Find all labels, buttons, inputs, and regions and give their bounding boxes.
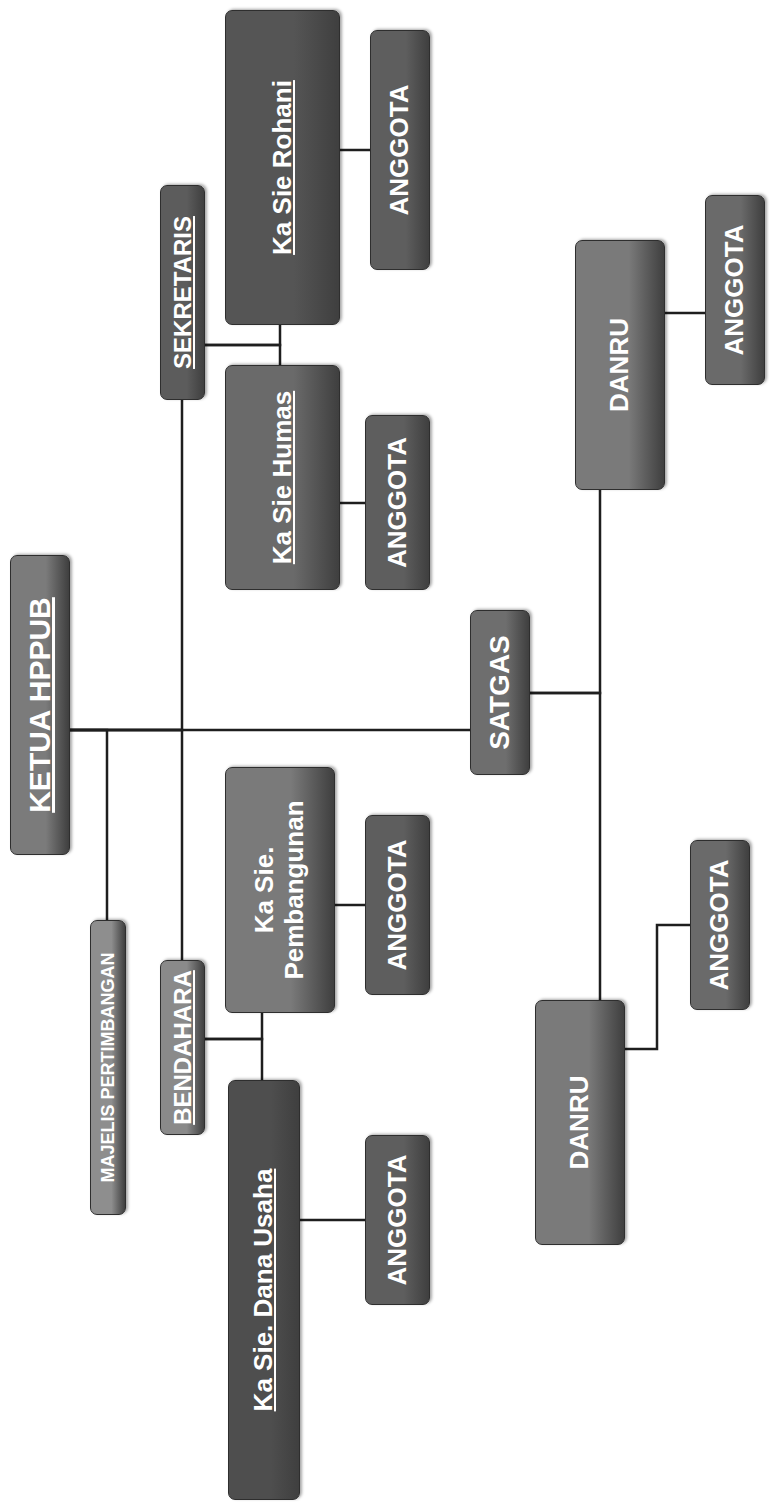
box-label: ANGGOTA bbox=[720, 225, 750, 356]
box-label: ANGGOTA bbox=[385, 85, 415, 216]
box-label: ANGGOTA bbox=[705, 860, 735, 991]
org-connector bbox=[335, 904, 365, 907]
org-box: Ka Sie Humas bbox=[225, 365, 340, 590]
box-label: Ka Sie Humas bbox=[268, 391, 298, 564]
box-label: MAJELIS PERTIMBANGAN bbox=[98, 953, 119, 1183]
org-connector bbox=[300, 1219, 365, 1222]
org-box: ANGGOTA bbox=[365, 415, 430, 590]
box-label: ANGGOTA bbox=[383, 437, 413, 568]
org-box: ANGGOTA bbox=[705, 195, 765, 385]
org-box: DANRU bbox=[575, 240, 665, 490]
org-connector bbox=[70, 730, 107, 920]
org-box: Ka Sie Rohani bbox=[225, 10, 340, 325]
org-box: MAJELIS PERTIMBANGAN bbox=[90, 920, 126, 1215]
org-box: KETUA HPPUB bbox=[10, 555, 70, 855]
org-connector bbox=[340, 149, 370, 152]
org-box: DANRU bbox=[535, 1000, 625, 1245]
box-label: Ka Sie Rohani bbox=[268, 80, 298, 255]
org-connector bbox=[70, 729, 470, 732]
org-box: ANGGOTA bbox=[690, 840, 750, 1010]
org-connector bbox=[70, 400, 182, 730]
org-box: SEKRETARIS bbox=[160, 185, 205, 400]
org-connector bbox=[70, 730, 182, 960]
box-label: DANRU bbox=[605, 318, 635, 412]
org-connector bbox=[530, 693, 600, 1000]
box-label: Ka Sie. Pembangunan bbox=[250, 768, 310, 1012]
org-connector bbox=[665, 312, 705, 315]
org-connector bbox=[625, 925, 690, 1049]
org-box: ANGGOTA bbox=[370, 30, 430, 270]
box-label: KETUA HPPUB bbox=[23, 597, 58, 813]
org-box: ANGGOTA bbox=[365, 815, 430, 995]
org-connector bbox=[340, 502, 365, 505]
org-connector bbox=[205, 325, 280, 345]
box-label: DANRU bbox=[565, 1076, 595, 1170]
box-label: ANGGOTA bbox=[383, 840, 413, 971]
org-box: BENDAHARA bbox=[160, 960, 205, 1135]
box-label: ANGGOTA bbox=[383, 1155, 413, 1286]
box-label: Ka Sie. Dana Usaha bbox=[249, 1169, 279, 1412]
org-connector bbox=[205, 1013, 262, 1039]
box-label: SATGAS bbox=[484, 635, 516, 750]
org-box: Ka Sie. Pembangunan bbox=[225, 767, 335, 1013]
org-connector bbox=[205, 345, 280, 365]
org-connector bbox=[530, 490, 600, 693]
box-label: BENDAHARA bbox=[169, 970, 197, 1125]
org-box: ANGGOTA bbox=[365, 1135, 430, 1305]
org-box: SATGAS bbox=[470, 610, 530, 775]
box-label: SEKRETARIS bbox=[169, 216, 197, 369]
org-connector bbox=[205, 1039, 262, 1080]
org-box: Ka Sie. Dana Usaha bbox=[228, 1080, 300, 1500]
